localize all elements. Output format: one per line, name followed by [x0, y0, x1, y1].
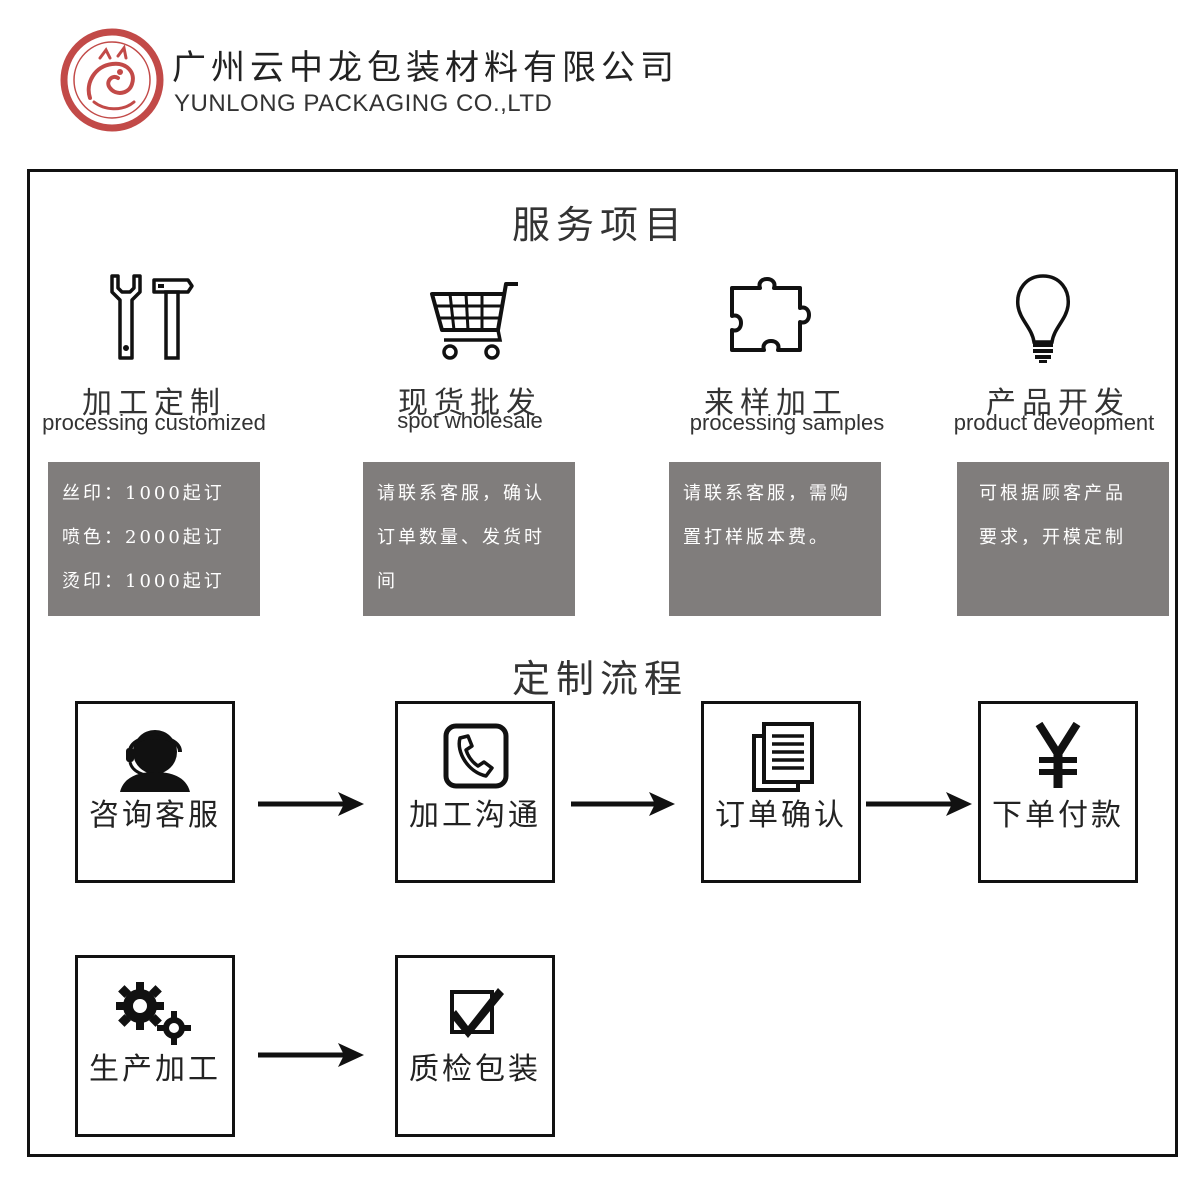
process-title: 定制流程: [511, 657, 688, 701]
service-details-box: 请联系客服，确认 订单数量、发货时 间: [363, 462, 575, 616]
services-title: 服务项目: [511, 203, 688, 247]
company-logo: [60, 28, 164, 132]
process-step: 咨询客服: [75, 701, 235, 883]
lightbulb-icon: [1016, 274, 1070, 363]
step-label: 质检包装: [409, 1052, 541, 1087]
service-title-en: processing samples: [689, 410, 885, 435]
step-label: 下单付款: [992, 798, 1124, 833]
service-title-en: processing customized: [42, 410, 266, 435]
tools-icon: [110, 274, 194, 360]
service-details-box: 可根据顾客产品 要求，开模定制: [957, 462, 1169, 616]
service-details-box: 丝印：1000起订 喷色：2000起订 烫印：1000起订: [48, 462, 260, 616]
service-detail-line: 置打样版本费。: [683, 527, 830, 548]
step-label: 生产加工: [89, 1052, 221, 1087]
service-detail-line: 间: [377, 571, 398, 592]
shopping-cart-icon: [430, 282, 518, 360]
service-title-cn: 加工定制: [82, 386, 226, 421]
content-frame: [27, 169, 1178, 1157]
flow-arrow: [866, 792, 972, 816]
process-step: 质检包装: [395, 955, 555, 1137]
service-detail-line: 丝印：1000起订: [62, 483, 225, 504]
checkbox-icon: [450, 988, 504, 1038]
service-title-cn: 现货批发: [398, 386, 542, 421]
gears-icon: [116, 982, 191, 1045]
flow-arrow: [258, 792, 364, 816]
step-label: 咨询客服: [89, 798, 221, 833]
process-step: 订单确认: [701, 701, 861, 883]
company-name-cn: 广州云中龙包装材料有限公司: [172, 48, 679, 88]
service-detail-line: 要求，开模定制: [979, 527, 1126, 548]
process-step: 加工沟通: [395, 701, 555, 883]
service-title-cn: 来样加工: [704, 386, 848, 421]
flow-arrow: [571, 792, 675, 816]
phone-icon: [443, 723, 509, 789]
service-title-en: product deveopment: [953, 410, 1155, 435]
service-detail-line: 可根据顾客产品: [979, 483, 1126, 504]
document-icon: [752, 722, 814, 792]
process-step: 生产加工: [75, 955, 235, 1137]
service-details-box: 请联系客服，需购 置打样版本费。: [669, 462, 881, 616]
step-label: 订单确认: [715, 798, 847, 833]
step-label: 加工沟通: [409, 798, 541, 833]
flow-arrow: [258, 1043, 364, 1067]
service-title-en: spot wholesale: [397, 408, 543, 433]
service-detail-line: 烫印：1000起订: [62, 571, 225, 592]
service-detail-line: 请联系客服，确认: [377, 483, 545, 504]
service-detail-line: 喷色：2000起订: [62, 527, 225, 548]
service-detail-line: 请联系客服，需购: [683, 483, 851, 504]
yen-icon: [1035, 722, 1081, 788]
service-detail-line: 订单数量、发货时: [377, 527, 545, 548]
company-name-en: YUNLONG PACKAGING CO.,LTD: [174, 90, 553, 117]
process-step: 下单付款: [978, 701, 1138, 883]
puzzle-icon: [730, 277, 811, 352]
customer-service-icon: [120, 730, 190, 792]
service-title-cn: 产品开发: [986, 386, 1130, 421]
